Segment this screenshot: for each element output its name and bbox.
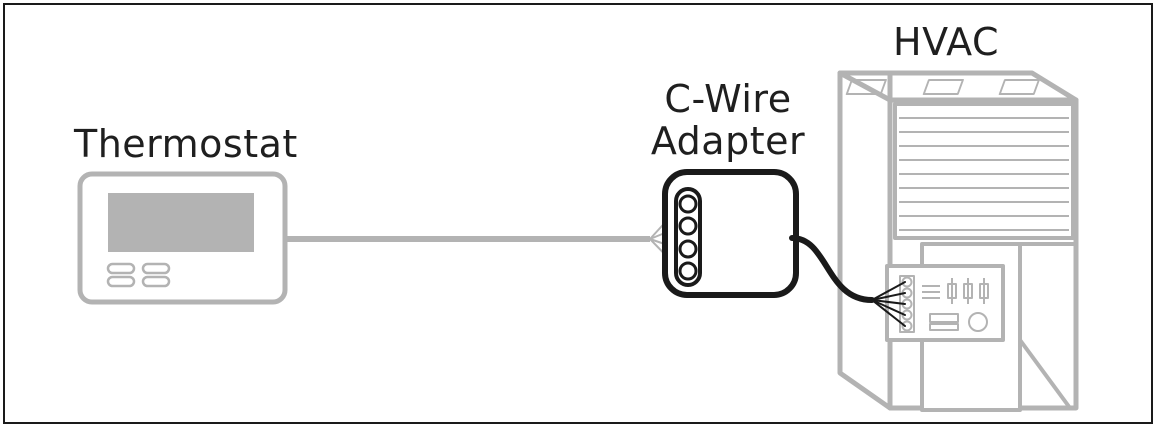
c-wire-adapter	[662, 169, 799, 298]
hvac-board-components	[899, 275, 989, 333]
thermostat-button	[141, 262, 171, 275]
adapter-cable	[789, 235, 906, 327]
adapter-terminal	[678, 216, 698, 236]
wire-strand	[871, 299, 906, 316]
thermostat-button	[106, 275, 136, 288]
wire-strand	[871, 281, 906, 301]
thermostat-button	[141, 275, 171, 288]
hvac-unit	[837, 70, 1079, 412]
thermostat-button	[106, 262, 136, 275]
thermostat-cable	[285, 203, 683, 273]
wire-strand	[871, 292, 906, 301]
thermostat-label: Thermostat	[74, 122, 298, 166]
adapter-label-line1: C-Wire	[664, 77, 792, 121]
wire-strand	[871, 299, 906, 327]
adapter-terminal	[678, 239, 698, 259]
hvac-label: HVAC	[893, 20, 999, 64]
thermostat-device	[77, 171, 288, 305]
adapter-wire	[789, 235, 875, 303]
hvac-side-panel	[837, 70, 893, 411]
hvac-louver-panel	[893, 102, 1075, 240]
c-wire-adapter-label: C-Wire Adapter	[650, 78, 806, 162]
adapter-terminal-strip	[674, 187, 702, 287]
diagram-frame	[3, 3, 1153, 424]
adapter-terminal	[678, 261, 698, 281]
adapter-terminal	[678, 194, 698, 214]
hvac-louvers	[899, 117, 1069, 231]
thermostat-screen	[108, 193, 254, 252]
adapter-label-line2: Adapter	[650, 119, 806, 163]
hvac-top-vents	[845, 79, 1040, 95]
wire-strand	[871, 299, 906, 305]
hvac-edge	[838, 70, 892, 103]
